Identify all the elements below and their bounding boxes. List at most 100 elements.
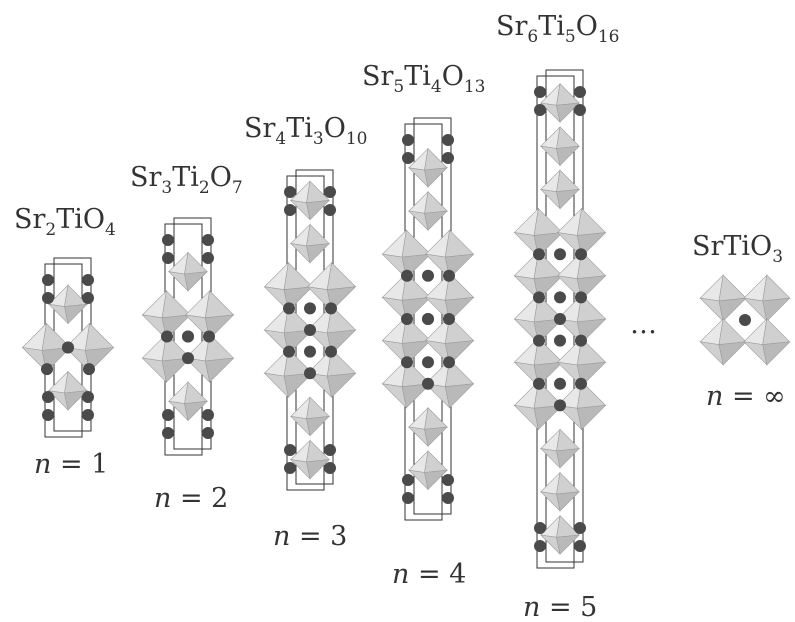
sr-atom bbox=[304, 302, 316, 315]
sr-atom bbox=[575, 377, 587, 390]
sr-atom bbox=[182, 330, 194, 343]
sr-atom bbox=[284, 186, 296, 198]
octahedron bbox=[742, 317, 791, 366]
octahedron bbox=[167, 251, 209, 292]
formula-n2: Sr3​Ti2​O7​ bbox=[130, 162, 243, 198]
structure-n4 bbox=[381, 117, 475, 521]
octahedron bbox=[407, 406, 449, 448]
n-label-n2: n = 2 bbox=[154, 483, 228, 514]
sr-atom bbox=[739, 314, 751, 326]
octahedron bbox=[289, 439, 331, 480]
structure-n2 bbox=[141, 217, 235, 456]
sr-atom bbox=[284, 204, 296, 216]
octahedron bbox=[289, 223, 331, 264]
sr-atom bbox=[324, 186, 336, 198]
structures-layer bbox=[21, 69, 607, 569]
sr-atom bbox=[182, 352, 194, 365]
sr-atom bbox=[42, 292, 54, 304]
sr-atom bbox=[202, 252, 214, 264]
sr-atom bbox=[422, 313, 434, 325]
sr-atom bbox=[442, 134, 454, 146]
octahedron bbox=[539, 126, 581, 167]
sr-atom bbox=[402, 134, 414, 146]
octahedron bbox=[47, 284, 89, 325]
sr-atom bbox=[533, 248, 545, 261]
structure-n5 bbox=[513, 69, 607, 569]
sr-atom bbox=[83, 363, 95, 376]
octahedron bbox=[513, 250, 564, 301]
sr-atom bbox=[325, 345, 337, 358]
sr-atom bbox=[324, 462, 336, 474]
sr-atom bbox=[284, 444, 296, 456]
octahedron bbox=[306, 305, 357, 355]
formula-n5: Sr6​Ti5​O16​ bbox=[496, 11, 620, 47]
perovskite-block bbox=[699, 274, 791, 366]
structure-n3 bbox=[263, 169, 357, 491]
sr-atom bbox=[42, 391, 54, 403]
n-label-n1: n = 1 bbox=[34, 449, 108, 480]
octahedron bbox=[289, 396, 331, 437]
octahedron bbox=[699, 274, 747, 323]
n-label-n4: n = 4 bbox=[392, 559, 466, 590]
sr-atom bbox=[202, 234, 214, 246]
sr-atom bbox=[402, 492, 414, 504]
octahedron bbox=[47, 370, 89, 411]
sr-atom bbox=[534, 522, 546, 534]
octahedron bbox=[407, 190, 449, 232]
octahedron bbox=[407, 450, 449, 491]
sr-atom bbox=[574, 104, 586, 116]
octahedron bbox=[21, 322, 72, 373]
octahedron bbox=[407, 147, 449, 188]
sr-atom bbox=[42, 409, 54, 421]
formula-n1: Sr2​TiO4​ bbox=[14, 204, 116, 240]
sr-atom bbox=[574, 540, 586, 552]
sr-atom bbox=[533, 334, 545, 347]
structure-n1 bbox=[21, 257, 115, 438]
sr-atom bbox=[202, 409, 214, 421]
sr-atom bbox=[443, 313, 455, 325]
sr-atom bbox=[283, 345, 295, 358]
sr-atom bbox=[401, 269, 413, 282]
octahedron bbox=[289, 180, 331, 221]
octahedron bbox=[381, 315, 432, 366]
sr-atom bbox=[401, 313, 413, 325]
sr-atom bbox=[422, 377, 434, 390]
sr-atom bbox=[82, 292, 94, 304]
octahedron bbox=[263, 261, 314, 312]
sr-atom bbox=[42, 274, 54, 286]
sr-atom bbox=[283, 302, 295, 315]
octahedron bbox=[539, 82, 581, 124]
sr-atom bbox=[324, 204, 336, 216]
sr-atom bbox=[304, 345, 316, 358]
octahedron bbox=[381, 358, 432, 409]
sr-atom bbox=[324, 444, 336, 456]
sr-atom bbox=[62, 341, 74, 354]
sr-atom bbox=[533, 291, 545, 304]
sr-atom bbox=[284, 462, 296, 474]
sr-atom bbox=[554, 291, 566, 304]
sr-atom bbox=[82, 409, 94, 421]
sr-atom bbox=[442, 492, 454, 504]
sr-atom bbox=[422, 269, 434, 282]
octahedron bbox=[699, 317, 747, 366]
n-label-n5: n = 5 bbox=[523, 592, 597, 622]
sr-atom bbox=[304, 324, 316, 336]
sr-atom bbox=[422, 356, 434, 369]
sr-atom bbox=[554, 377, 566, 390]
sr-atom bbox=[534, 540, 546, 552]
sr-atom bbox=[534, 86, 546, 98]
sr-atom bbox=[534, 104, 546, 116]
sr-atom bbox=[442, 152, 454, 164]
sr-atom bbox=[401, 356, 413, 369]
sr-atom bbox=[161, 330, 173, 343]
ellipsis: … bbox=[630, 309, 657, 340]
sr-atom bbox=[554, 313, 566, 325]
sr-atom bbox=[162, 252, 174, 264]
sr-atom bbox=[554, 334, 566, 347]
sr-atom bbox=[575, 334, 587, 347]
octahedron bbox=[539, 169, 581, 210]
octahedron bbox=[513, 207, 564, 258]
sr-atom bbox=[304, 367, 316, 380]
octahedron bbox=[742, 274, 791, 323]
